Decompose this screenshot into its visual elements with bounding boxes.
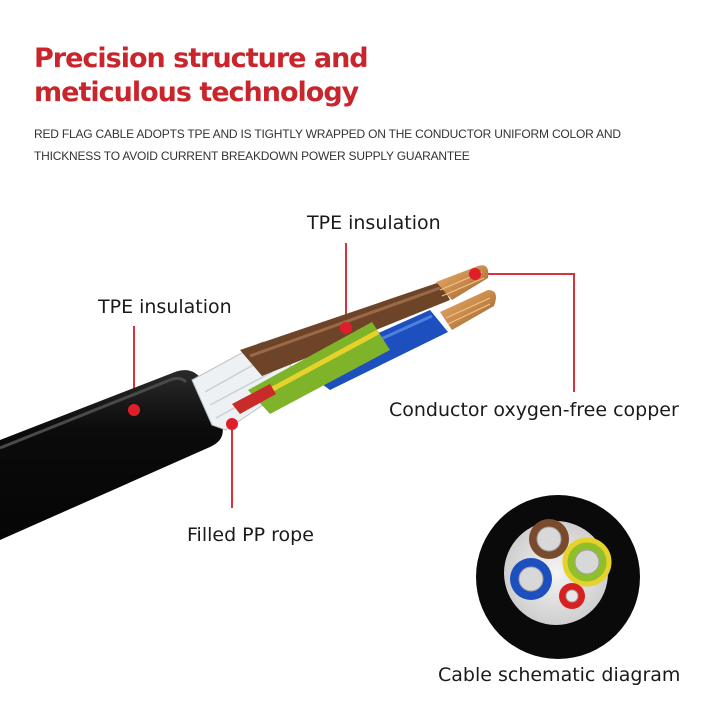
outer-jacket [0,370,223,540]
copper-strand-lower [440,290,496,330]
marker-dot-tpe-top [340,322,352,334]
headline: Precision structure and meticulous techn… [34,42,369,110]
red-core [232,384,276,414]
description-line-2: THICKNESS TO AVOID CURRENT BREAKDOWN POW… [34,149,470,163]
marker-dot-tpe-left [128,404,140,416]
leader-conductor [475,273,575,392]
callout-filled-pp-rope: Filled PP rope [187,524,314,546]
jacket-highlight [0,376,188,450]
brown-core-highlight [249,286,441,358]
marker-dot-pp-rope [226,418,238,430]
marker-dot-conductor [469,268,481,280]
callout-conductor: Conductor oxygen-free copper [389,399,679,421]
headline-line-1: Precision structure and [34,43,369,74]
callout-tpe-insulation-top: TPE insulation [307,212,441,234]
schematic-brown-conductor [536,526,562,552]
headline-line-2: meticulous technology [34,77,359,108]
schematic-red-conductor [565,589,579,603]
callout-tpe-insulation-left: TPE insulation [98,296,232,318]
description-line-1: RED FLAG CABLE ADOPTS TPE AND IS TIGHTLY… [34,127,621,141]
callout-schematic: Cable schematic diagram [438,664,681,686]
schematic-green-yellow-conductor [574,549,600,575]
description: RED FLAG CABLE ADOPTS TPE AND IS TIGHTLY… [34,123,694,167]
green-yellow-stripe [254,329,380,401]
marker-dots [128,268,481,430]
cable-schematic [476,495,640,659]
schematic-blue-conductor [518,566,544,592]
copper-texture [439,271,491,325]
